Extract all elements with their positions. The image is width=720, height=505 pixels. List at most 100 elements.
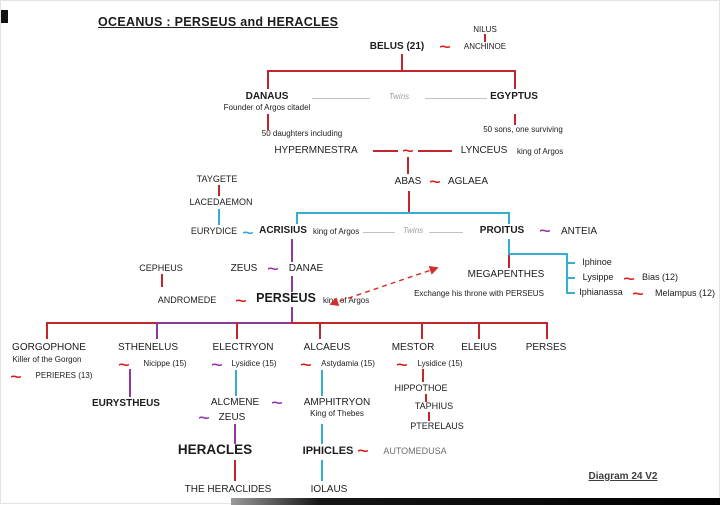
line-nicippe-eurystheus [129, 369, 131, 397]
node-abas: ABAS [394, 176, 422, 187]
node-cepheus: CEPHEUS [139, 263, 183, 273]
line-cepheus-andromede [161, 274, 163, 287]
node-sthenelus: STHENELUS [117, 342, 179, 353]
node-zeus-alcmene: ZEUS [218, 412, 246, 423]
note-gorgophone: Killer of the Gorgon [12, 355, 82, 364]
node-megapenthes: MEGAPENTHES [467, 269, 545, 280]
node-pterelaus: PTERELAUS [410, 421, 464, 431]
node-perieres: PERIERES (13) [35, 371, 93, 380]
node-anteia: ANTEIA [560, 226, 598, 237]
page-title: OCEANUS : PERSEUS and HERACLES [98, 15, 339, 29]
line-twins-left-2 [363, 232, 395, 233]
line-drop-danaus [267, 70, 269, 89]
node-bias: Bias (12) [641, 272, 679, 282]
node-iphicles: IPHICLES [302, 445, 354, 457]
node-iphianassa: Iphianassa [579, 287, 623, 297]
tick-iphianassa [566, 292, 575, 294]
marriage-squiggle-hypermnestra-lynceus: ~ [402, 142, 414, 159]
line-acrisius-danae [291, 239, 293, 262]
line-drop-alcaeus [319, 322, 321, 339]
line-to-abas [407, 157, 409, 174]
marriage-squiggle-alcmene-zeus: ~ [198, 409, 210, 426]
marriage-squiggle-andromede-perseus: ~ [235, 292, 247, 309]
line-hippothoe-taphius [425, 394, 427, 402]
note-amphitryon: King of Thebes [310, 409, 364, 418]
marriage-squiggle-electryon-lysidice: ~ [211, 356, 223, 373]
node-egyptus: EGYPTUS [490, 91, 538, 102]
node-acrisius: ACRISIUS [259, 225, 307, 236]
line-proitus-daughters-h [508, 253, 568, 255]
node-gorgophone: GORGOPHONE [12, 342, 86, 353]
line-drop-proitus [508, 212, 510, 224]
node-nicippe: Nicippe (15) [143, 359, 187, 368]
line-drop-acrisius [296, 212, 298, 224]
marriage-squiggle-lysippe-bias: ~ [623, 270, 635, 287]
node-mestor: MESTOR [391, 342, 435, 353]
marriage-squiggle-alcaeus-astydamia: ~ [300, 356, 312, 373]
line-zeus-heracles [234, 424, 236, 444]
node-perses: PERSES [525, 342, 567, 353]
marriage-squiggle-iphianassa-melampus: ~ [632, 285, 644, 302]
line-perseus-children-left [46, 322, 156, 324]
node-alcmene: ALCMENE [210, 397, 260, 408]
marriage-squiggle-belus-anchinoe: ~ [439, 38, 451, 55]
node-perseus: PERSEUS [256, 291, 316, 305]
node-iolaus: IOLAUS [310, 484, 348, 495]
line-egyptus-sons [514, 114, 516, 125]
node-taygete: TAYGETE [196, 174, 238, 184]
note-acrisius: king of Argos [313, 227, 360, 236]
node-aglaea: AGLAEA [447, 176, 489, 187]
note-exchange: Exchange his throne with PERSEUS [414, 289, 544, 298]
line-perseus-children-mid [156, 322, 293, 324]
node-taphius: TAPHIUS [414, 401, 454, 411]
tick-lysippe [566, 277, 575, 279]
marriage-squiggle-alcmene-amphitryon: ~ [271, 394, 283, 411]
line-drop-gorgophone [46, 322, 48, 339]
node-lacedaemon: LACEDAEMON [189, 197, 253, 207]
marriage-squiggle-abas-aglaea: ~ [429, 173, 441, 190]
line-drop-perses [546, 322, 548, 339]
label-twins-2: Twins [402, 226, 424, 235]
node-danae: DANAE [288, 263, 324, 274]
node-eurydice: EURYDICE [190, 226, 238, 236]
window-artifact-topleft [1, 10, 8, 23]
line-heracles-heraclides [234, 460, 236, 481]
line-danae-perseus [291, 276, 293, 292]
line-twins-right-2 [429, 232, 463, 233]
node-andromede: ANDROMEDE [157, 295, 217, 305]
marriage-squiggle-gorgophone-perieres: ~ [10, 368, 22, 385]
marriage-squiggle-mestor-lysidice: ~ [396, 356, 408, 373]
node-iphinoe: Iphinoe [582, 257, 612, 267]
line-twins-left-1 [312, 98, 370, 99]
window-artifact-bottombar [231, 498, 720, 505]
node-nilus: NILUS [473, 25, 497, 34]
line-perseus-children-right [291, 322, 548, 324]
node-lysippe: Lysippe [582, 272, 614, 282]
line-danaus-daughters [267, 114, 269, 130]
line-mestor-hippothoe [422, 369, 424, 382]
node-anchinoe: ANCHINOE [463, 42, 507, 51]
line-amphitryon-iphicles [321, 424, 323, 444]
node-eleius: ELEIUS [461, 342, 497, 353]
node-automedusa: AUTOMEDUSA [383, 446, 447, 456]
node-lysidice-electryon: Lysidice (15) [231, 359, 277, 368]
diagram-version-label: Diagram 24 V2 [588, 471, 658, 482]
line-twins-right-1 [425, 98, 487, 99]
node-zeus-danae: ZEUS [230, 263, 258, 274]
line-to-megapenthes [508, 255, 510, 268]
line-alcaeus-amphitryon [321, 370, 323, 396]
line-drop-electryon [236, 322, 238, 339]
note-lynceus: king of Argos [517, 147, 564, 156]
node-amphitryon: AMPHITRYON [303, 397, 371, 408]
line-drop-sthenelus [156, 322, 158, 339]
line-drop-egyptus [514, 70, 516, 89]
line-proitus-down [508, 239, 510, 255]
node-eurystheus: EURYSTHEUS [92, 398, 160, 409]
marriage-squiggle-zeus-danae: ~ [267, 260, 279, 277]
tick-iphinoe [566, 262, 575, 264]
line-taygete-lacedaemon [218, 185, 220, 196]
marriage-squiggle-proitus-anteia: ~ [539, 222, 551, 239]
node-hippothoe: HIPPOTHOE [394, 383, 448, 393]
line-belus-children [267, 70, 515, 72]
line-belus-down [401, 54, 403, 71]
